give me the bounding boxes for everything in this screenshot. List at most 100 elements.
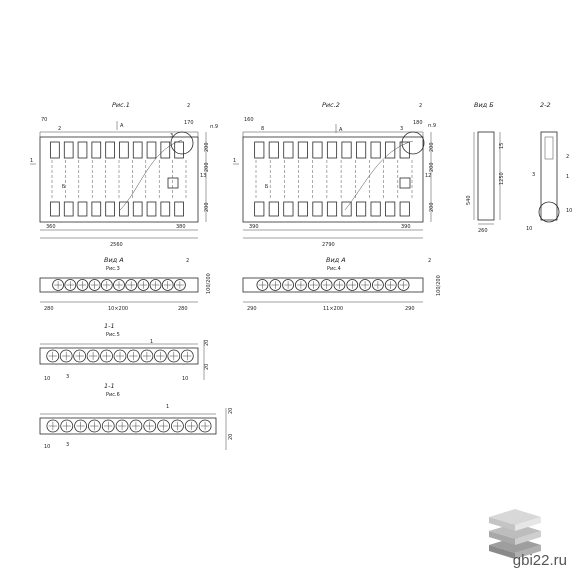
void-opening (326, 201, 338, 217)
fig1-dim-right: 380 (176, 224, 186, 230)
void-opening (50, 201, 60, 217)
sec1b-callout-10: 10 (44, 444, 50, 450)
sec1b-title: 1-1 (104, 382, 115, 390)
void-circle (88, 279, 101, 291)
view-a-fig3: Вид А Рис.3 2 280 10×200 280 100/200 (39, 256, 212, 312)
void-circle (46, 419, 60, 433)
fig1-callout-3: 3 (170, 133, 173, 139)
fig2-dim-no: п.9 (428, 123, 436, 129)
fig1-dim-no: п.9 (210, 124, 218, 130)
z2-callout-3: 3 (532, 172, 535, 178)
fig1-dim-top: 170 (184, 120, 194, 126)
sec1a-title: 1-1 (104, 322, 115, 330)
void-circle (333, 279, 346, 291)
void-opening (385, 141, 396, 159)
void-opening (356, 201, 367, 217)
z2-callout-1: 1 (566, 174, 569, 180)
void-circle (113, 279, 125, 291)
void-opening (370, 201, 381, 217)
fig2-dim-left: 390 (249, 224, 259, 230)
fig2-section-arrow: А (339, 127, 343, 133)
fig1-callout-13: 13 (200, 173, 206, 179)
void-opening (146, 141, 157, 159)
void-opening (399, 141, 410, 159)
void-opening (63, 141, 74, 159)
void-opening (50, 141, 60, 159)
vida1-dim-right: 280 (178, 306, 188, 312)
vida2-void-circles (256, 279, 410, 291)
void-circle (167, 349, 181, 363)
void-circle (295, 279, 307, 291)
section-1-1-fig6: 1-1 Рис.6 1 10 3 20 20 (39, 382, 234, 450)
fig2-hidden-lines (255, 160, 413, 200)
void-circle (269, 279, 282, 291)
sec1b-rdim-0: 20 (228, 408, 234, 414)
vidb-dim-1250: 1250 (499, 172, 505, 185)
vida2-mark: 2 (428, 258, 431, 264)
sec1a-rdim-1: 20 (204, 364, 210, 370)
site-logo-icon (489, 509, 541, 559)
fig1-voids-bottom (50, 201, 184, 217)
vidb-dim-260: 260 (478, 228, 488, 234)
fig1-mark-2: 2 (187, 103, 190, 109)
vida2-dim-right: 290 (405, 306, 415, 312)
void-circle (180, 349, 194, 363)
void-circle (59, 349, 73, 363)
sec1b-sub: Рис.6 (106, 392, 120, 398)
vida1-dim-left: 280 (44, 306, 54, 312)
void-opening (77, 201, 88, 217)
fig1-detail-circle (170, 131, 194, 155)
void-opening (385, 201, 396, 217)
void-opening (132, 141, 143, 159)
sec1a-callout-10: 10 (44, 376, 50, 382)
fig1-hidden-lines (51, 160, 187, 200)
void-opening (174, 141, 184, 159)
void-circle (346, 279, 359, 291)
vida1-title: Вид А (104, 256, 124, 264)
void-opening (341, 141, 352, 159)
z2-dim-10: 10 (566, 208, 572, 214)
void-opening (268, 141, 279, 159)
vida2-dim-mid: 11×200 (323, 306, 343, 312)
fig1-embed-plate (167, 177, 179, 189)
void-circle (52, 279, 64, 291)
void-circle (100, 349, 113, 363)
vida1-right-dim: 100/200 (206, 273, 212, 294)
fig2-panel-outline (242, 136, 424, 223)
sec1b-void-circles (46, 419, 212, 433)
void-circle (88, 419, 101, 433)
vida1-void-circles (52, 279, 186, 291)
fig2-dim-lv: 160 (244, 117, 254, 123)
fig1-rdim-3: 200 (204, 202, 210, 212)
void-opening (132, 201, 143, 217)
vidb-title: Вид Б (474, 101, 494, 109)
fig1-panel-outline (39, 136, 199, 223)
fig1-side-mark-1: 1 (30, 158, 33, 164)
void-circle (320, 279, 333, 291)
void-circle (76, 279, 89, 291)
void-circle (127, 349, 140, 363)
void-opening (105, 141, 115, 159)
sec1a-sub: Рис.5 (106, 332, 120, 338)
fig2-leader-curve (344, 140, 414, 211)
vida1-outline (39, 277, 199, 293)
void-opening (326, 141, 338, 159)
fig2-voids-bottom (254, 201, 410, 217)
void-circle (46, 349, 60, 363)
section-2-2: 2-2 2 1 3 10 10 (526, 101, 572, 232)
logo-layer-mid-side (489, 531, 515, 545)
void-circle (129, 419, 143, 433)
fig1-voids-top (50, 141, 184, 159)
void-opening (254, 141, 265, 159)
fig2-rdim-1: 200 (429, 162, 435, 172)
void-opening (174, 201, 184, 217)
void-circle (140, 349, 154, 363)
void-circle (153, 349, 167, 363)
fig2-callout-3: 3 (400, 126, 403, 132)
sec1b-callout-3: 3 (66, 442, 69, 448)
z2-callout-2: 2 (566, 154, 569, 160)
fig2-side-mark-1: 1 (233, 158, 236, 164)
void-circle (137, 279, 150, 291)
site-domain-text: gbi22.ru (512, 552, 567, 569)
fig1-side-mark-b: Б (62, 184, 66, 190)
